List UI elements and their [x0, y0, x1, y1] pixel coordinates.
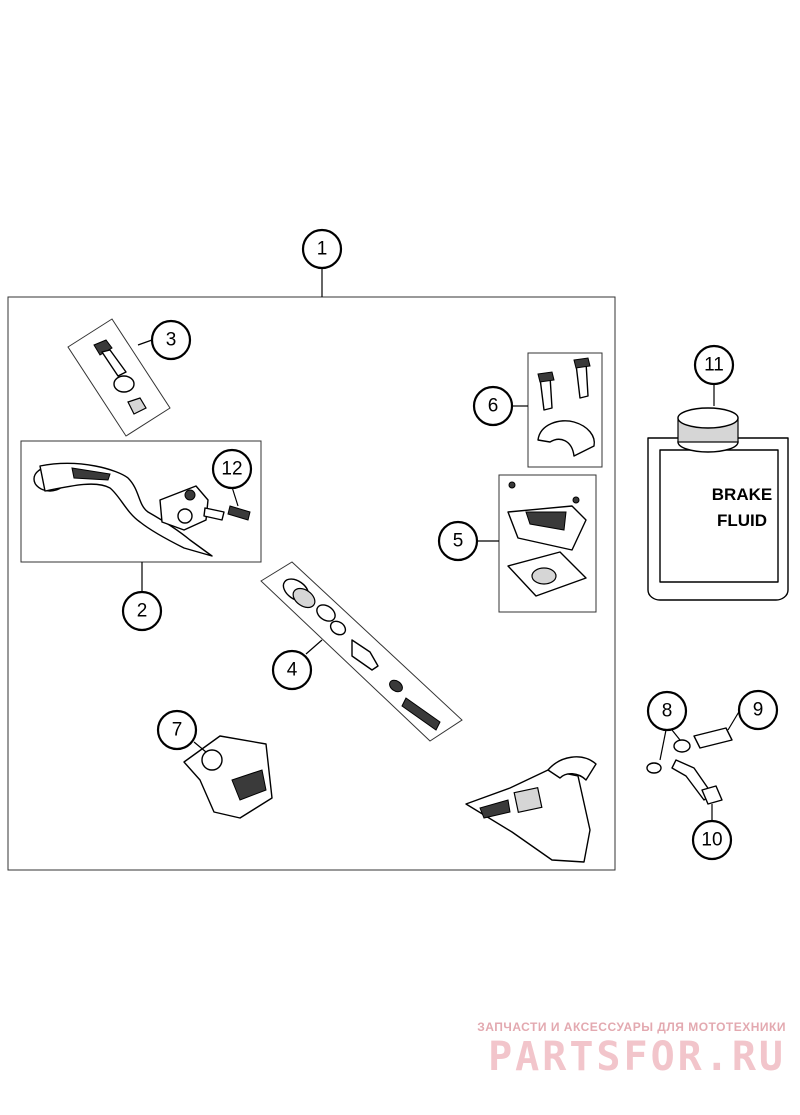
leader-12: [231, 486, 239, 507]
lever-box: [20, 440, 262, 563]
piston-kit: [282, 578, 441, 731]
bolt-kit: [93, 339, 147, 415]
brake-fluid-bottle: BRAKE FLUID: [647, 407, 789, 601]
svg-text:12: 12: [221, 459, 242, 480]
callout-8: 8: [646, 690, 688, 732]
bottle-label-line2: FLUID: [717, 511, 767, 530]
svg-text:6: 6: [488, 396, 499, 417]
callout-10: 10: [691, 819, 733, 861]
bottle-label-line1: BRAKE: [712, 485, 772, 504]
watermark-brand: PARTSFOR.RU: [488, 1034, 786, 1080]
adjuster-spring: [227, 505, 251, 521]
leader-8b: [671, 729, 681, 741]
leader-9: [727, 709, 741, 731]
svg-text:9: 9: [753, 700, 764, 721]
leader-8: [659, 729, 667, 761]
callout-12: 12: [211, 448, 253, 490]
master-cylinder-housing-large: [465, 756, 597, 863]
callout-5: 5: [437, 520, 479, 562]
callout-9: 9: [737, 689, 779, 731]
svg-text:5: 5: [453, 531, 464, 552]
svg-text:11: 11: [704, 355, 724, 376]
callout-1: 1: [301, 228, 343, 270]
clamp-kit-box: [527, 352, 603, 468]
svg-text:3: 3: [166, 330, 177, 351]
brake-lever: [33, 462, 225, 557]
cover-kit-box: [498, 474, 597, 613]
master-cylinder-housing-small: [183, 735, 273, 819]
svg-text:2: 2: [137, 601, 148, 622]
watermark-tagline: ЗАПЧАСТИ И АКСЕССУАРЫ ДЛЯ МОТОТЕХНИКИ: [477, 1020, 786, 1034]
bolt-kit-box: [67, 318, 171, 437]
svg-text:4: 4: [287, 660, 298, 681]
reservoir-cover: [507, 481, 587, 597]
assembly-frame: [7, 296, 616, 871]
svg-text:1: 1: [317, 239, 328, 260]
banjo-fitting-set: [646, 727, 733, 805]
callout-2: 2: [121, 590, 163, 632]
svg-text:8: 8: [662, 701, 673, 722]
leader-4: [305, 639, 323, 655]
watermark: ЗАПЧАСТИ И АКСЕССУАРЫ ДЛЯ МОТОТЕХНИКИ PA…: [477, 1020, 786, 1080]
leader-3: [137, 339, 153, 346]
piston-kit-box: [260, 561, 463, 742]
callout-11: 11: [693, 344, 735, 386]
callout-3: 3: [150, 319, 192, 361]
callout-7: 7: [156, 709, 198, 751]
callout-4: 4: [271, 649, 313, 691]
leader-7: [193, 741, 207, 753]
svg-text:7: 7: [172, 720, 183, 741]
svg-text:10: 10: [701, 830, 722, 851]
callout-6: 6: [472, 385, 514, 427]
handlebar-clamp: [537, 357, 595, 457]
